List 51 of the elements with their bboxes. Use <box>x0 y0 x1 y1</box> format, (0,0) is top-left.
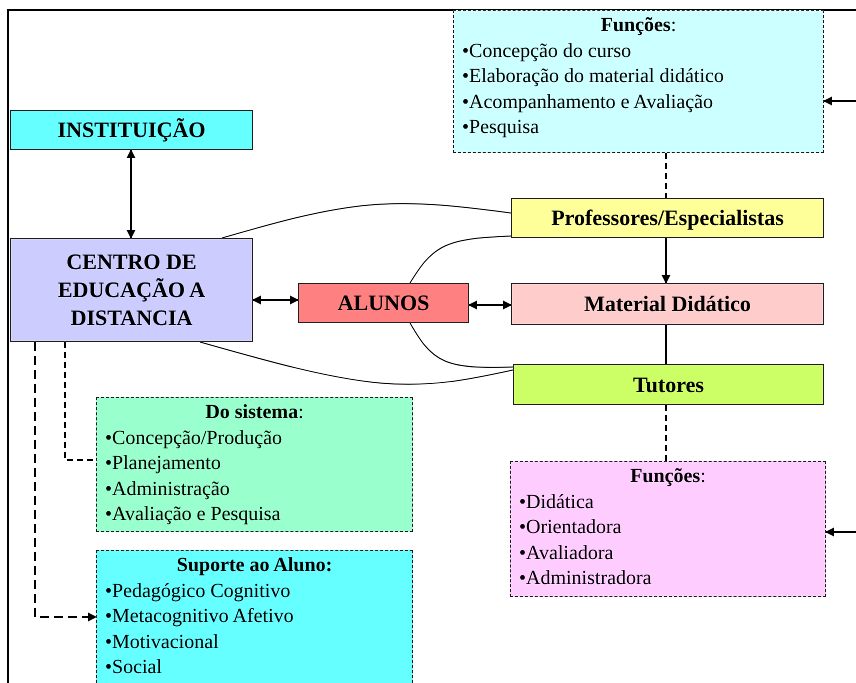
arrow <box>468 300 512 310</box>
curved-line <box>410 236 512 284</box>
connector-line <box>64 342 96 461</box>
list-item: •Didática <box>519 490 595 514</box>
arrow <box>662 238 670 284</box>
connector-line <box>665 405 667 461</box>
list-item: •Elaboração do material didático <box>462 64 725 89</box>
curved-line <box>222 203 512 238</box>
box-heading: Funções: <box>629 464 707 489</box>
box-label: CENTRO DE EDUCAÇÃO A DISTANCIA <box>56 248 206 332</box>
curved-line <box>200 342 514 385</box>
connector-line <box>665 325 667 364</box>
material-box <box>511 283 824 325</box>
functions-box <box>510 461 826 597</box>
list-item: •Avaliação e Pesquisa <box>105 502 282 527</box>
list-item: •Concepção/Produção <box>105 426 283 450</box>
list-item: •Metacognitivo Afetivo <box>105 604 295 629</box>
tutors-box <box>513 364 824 405</box>
box-heading: Funções: <box>600 13 678 38</box>
list-item: •Pedagógico Cognitivo <box>105 578 292 604</box>
list-item: •Planejamento <box>105 451 222 476</box>
arrow <box>126 149 136 239</box>
system-box <box>96 397 413 532</box>
box-heading: Do sistema: <box>204 400 305 425</box>
list-item: •Social <box>105 655 163 680</box>
connector-line <box>665 153 667 198</box>
box-label: Material Didático <box>584 290 751 318</box>
box-label: Tutores <box>633 370 704 398</box>
list-item: •Pesquisa <box>462 115 540 140</box>
box-heading: Suporte ao Aluno: <box>176 553 334 578</box>
support-box <box>96 550 413 683</box>
teachers-box <box>511 198 824 238</box>
arrow <box>825 528 856 536</box>
list-item: •Concepção do curso <box>462 38 632 64</box>
institution-box <box>10 110 253 150</box>
box-label: Professores/Especialistas <box>551 204 784 232</box>
functions-box <box>453 10 824 153</box>
arrow <box>252 296 299 304</box>
box-label: INSTITUIÇÃO <box>58 116 206 144</box>
list-item: •Orientadora <box>519 515 623 540</box>
curved-line <box>410 322 514 368</box>
students-box <box>298 283 469 323</box>
box-label: ALUNOS <box>338 289 430 317</box>
arrow <box>823 96 856 106</box>
center-box <box>10 238 253 342</box>
list-item: •Administradora <box>519 566 653 591</box>
arrow <box>34 342 97 622</box>
list-item: •Motivacional <box>105 630 220 654</box>
list-item: •Avaliadora <box>519 540 614 566</box>
list-item: •Administração <box>105 476 231 502</box>
list-item: •Acompanhamento e Avaliação <box>462 90 714 114</box>
